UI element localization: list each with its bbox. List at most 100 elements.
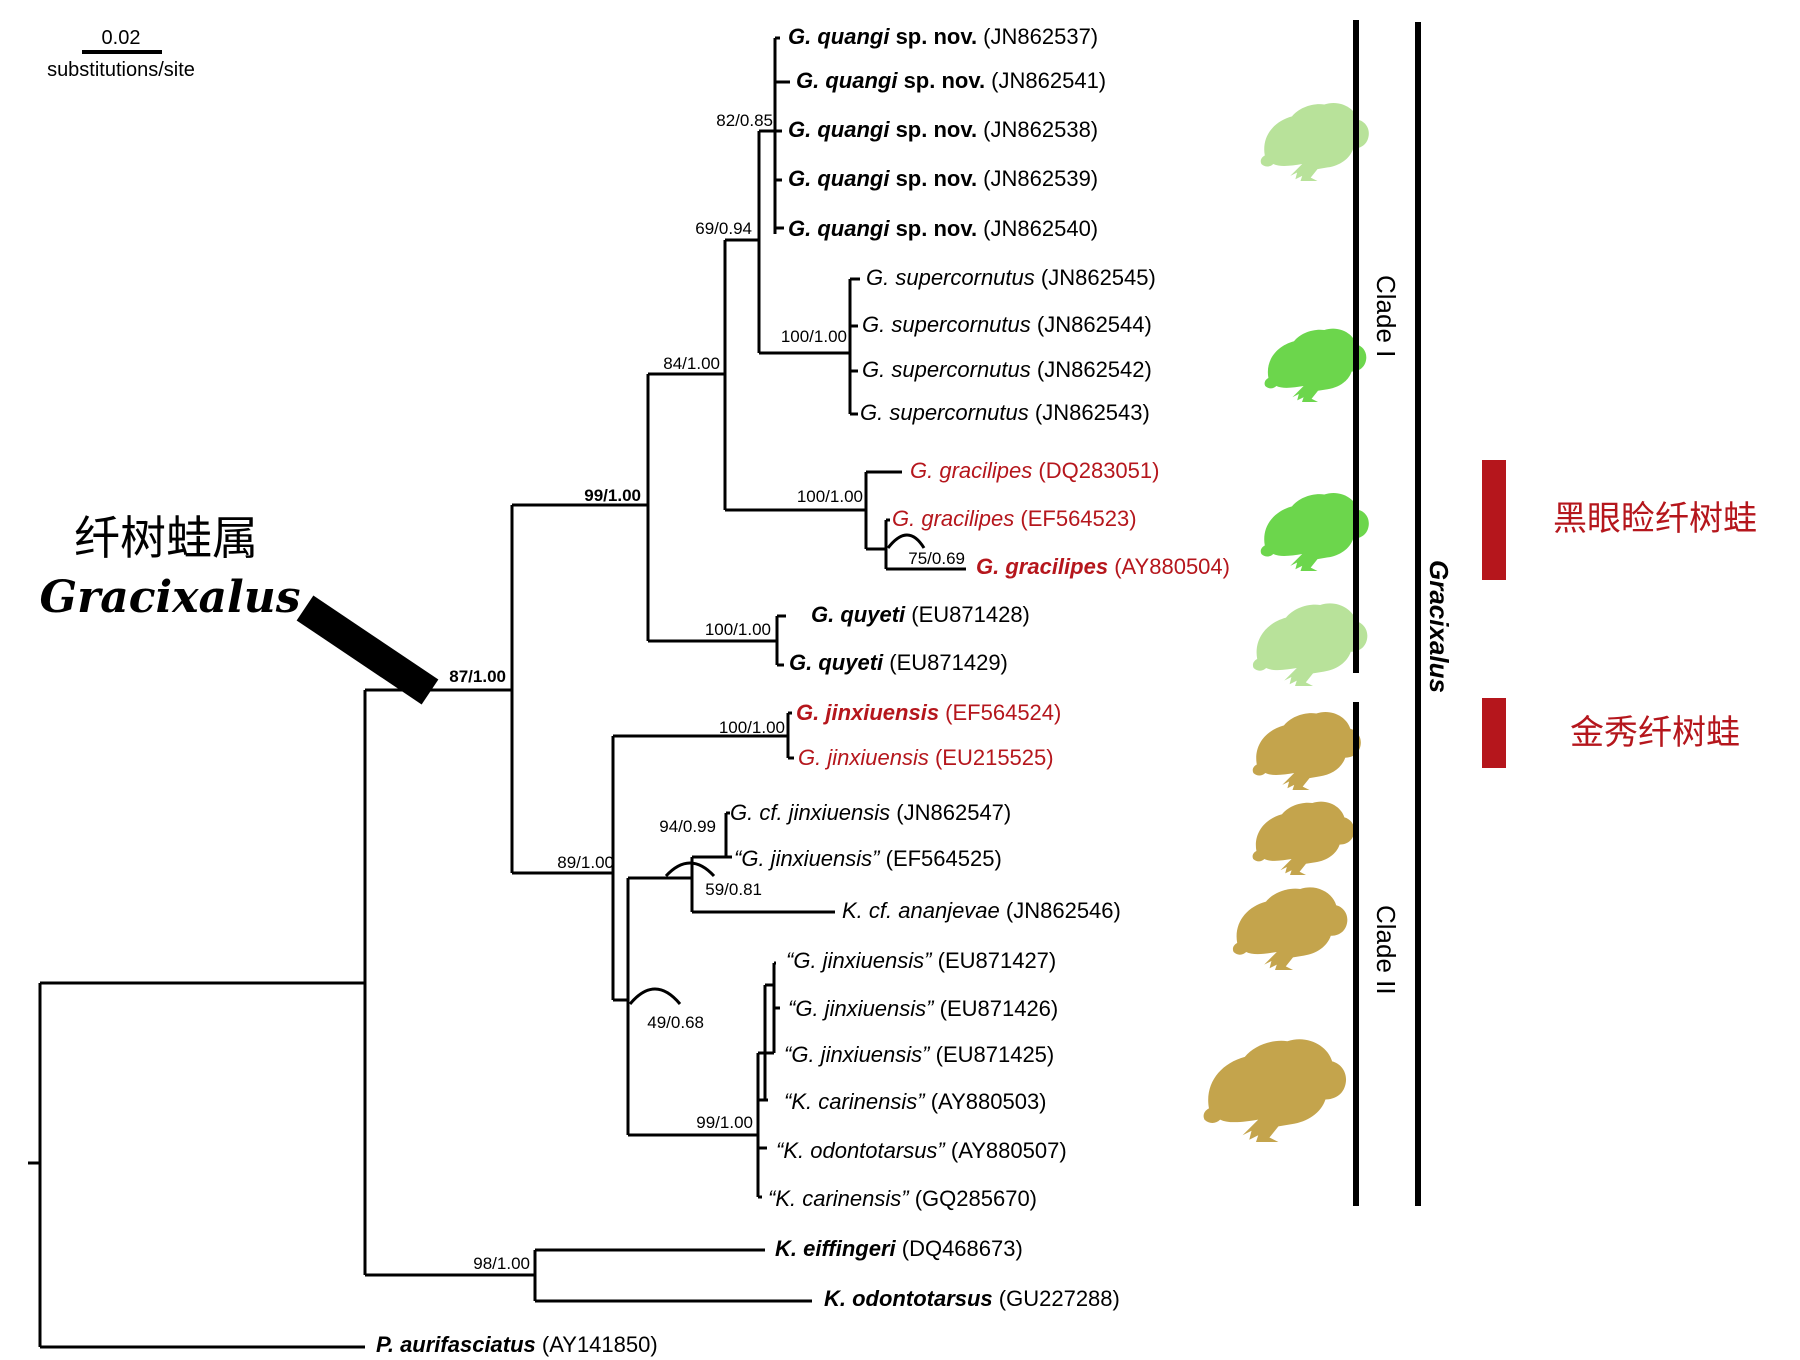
taxon-label: G. quangi sp. nov. (JN862540) [788,216,1098,241]
taxon-label: K. eiffingeri (DQ468673) [775,1236,1023,1261]
taxon-genus: G. [860,400,883,425]
taxon-accession: (DQ468673) [896,1236,1023,1261]
taxon-accession: (GU227288) [993,1286,1120,1311]
taxon-genus: G. [910,458,933,483]
taxon-accession: (EU215525) [929,745,1054,770]
scale-unit: substitutions/site [47,59,195,81]
support-label: 59/0.81 [705,880,762,899]
frog-icon-quangi [1260,102,1369,181]
taxon-genus: G. [798,745,821,770]
taxon-accession: (JN862542) [1031,357,1152,382]
scale-value: 0.02 [102,27,141,49]
clade-bars: Clade I Clade II Gracixalus [1353,20,1454,1206]
taxon-accession: (JN862539) [977,166,1098,191]
support-label: 69/0.94 [695,219,752,238]
taxon-label: “G. jinxiuensis” (EU871427) [786,948,1056,973]
taxon-accession: (EU871429) [883,650,1008,675]
clade2-label: Clade II [1371,905,1401,995]
taxon-epithet: aurifasciatus [394,1332,536,1357]
branch-supercornutus [848,277,860,416]
taxon-label: G. supercornutus (JN862542) [862,357,1152,382]
taxon-label: G. jinxiuensis (EU215525) [798,745,1054,770]
taxon-epithet: supercornutus [883,400,1029,425]
taxon-epithet: jinxiuensis [821,745,929,770]
branch-ingroup [363,688,535,1277]
taxon-epithet: eiffingeri [797,1236,897,1261]
taxon-label: K. odontotarsus (GU227288) [824,1286,1120,1311]
taxon-accession: (JN862538) [977,117,1098,142]
taxon-accession: (EU871427) [932,948,1057,973]
genus-bar-label: Gracixalus [1424,560,1454,693]
taxon-accession: (JN862541) [985,68,1106,93]
arc-ananjevae [664,861,716,878]
support-label: 82/0.85 [716,111,773,130]
support-label: 89/1.00 [557,853,614,872]
taxon-label: G. quyeti (EU871428) [811,602,1030,627]
taxon-epithet: ananjevae [892,898,1000,923]
taxon-genus: G. [796,700,819,725]
branch-gracilipes-inner [884,518,966,571]
taxon-genus: “G. [788,996,819,1021]
tree-branches [28,36,966,1349]
taxon-genus: K. [824,1286,846,1311]
taxon-genus: “G. [784,1042,815,1067]
taxon-genus: G. [788,216,811,241]
taxon-genus: G. [811,602,834,627]
branch-cf-jinx [724,811,732,859]
frog-icon-quyeti [1252,603,1368,686]
branch-ananjevae [690,855,835,914]
taxon-epithet: jinxiuensis [783,800,891,825]
taxon-epithet: quangi [811,117,890,142]
taxon-label: G. supercornutus (JN862543) [860,400,1150,425]
branch-gracilipes [864,470,902,551]
branch-clade2 [611,734,788,1002]
taxon-accession: (AY880503) [925,1089,1047,1114]
branch-quangi-super [757,129,850,355]
taxon-genus: G. [788,117,811,142]
arc-clade2-inner [628,987,682,1005]
frog-icon-ananjevae [1232,887,1348,970]
taxon-label: “K. odontotarsus” (AY880507) [776,1138,1067,1163]
genus-pointer [296,595,439,705]
frog-icon-cf-jinxiuensis [1252,801,1355,875]
jinxiuensis-chinese-label: 金秀纤树蛙 [1570,714,1740,752]
taxon-accession: (AY880507) [945,1138,1067,1163]
support-label: 100/1.00 [781,327,847,346]
frog-icon-gracilipes [1260,492,1369,571]
taxon-suffix: sp. nov. [889,24,977,49]
support-label: 100/1.00 [705,620,771,639]
taxon-label: G. quangi sp. nov. (JN862537) [788,24,1098,49]
taxon-label: “K. carinensis” (GQ285670) [768,1186,1037,1211]
species-highlights: 黑眼睑纤树蛙 金秀纤树蛙 [1482,460,1757,768]
taxon-accession: (JN862544) [1031,312,1152,337]
support-label: 84/1.00 [663,354,720,373]
branch-quangi [773,36,790,234]
branch-clade1 [646,372,777,643]
support-label: 75/0.69 [908,549,965,568]
taxon-accession: (JN862546) [1000,898,1121,923]
taxon-accession: (AY141850) [536,1332,658,1357]
taxon-accession: (EF564525) [880,846,1002,871]
frog-icon-carinensis [1203,1039,1347,1142]
genus-label-chinese: 纤树蛙属 [74,512,258,564]
taxon-genus: “G. [786,948,817,973]
gracilipes-highlight-bar [1482,460,1506,580]
taxon-epithet: quangi [819,68,898,93]
taxon-accession: (JN862537) [977,24,1098,49]
branch-gracixalus [510,503,648,875]
support-label: 100/1.00 [719,718,785,737]
taxon-accession: (EF564524) [939,700,1061,725]
taxon-accession: (EF564523) [1014,506,1136,531]
taxon-epithet: supercornutus [885,312,1031,337]
taxon-genus: “G. [734,846,765,871]
taxon-epithet: jinxiuensis” [815,1042,932,1067]
taxon-genus: K. cf. [842,898,892,923]
taxon-label: G. quyeti (EU871429) [789,650,1008,675]
support-label: 99/1.00 [584,486,641,505]
taxon-labels: G. quangi sp. nov. (JN862537)G. quangi s… [376,24,1230,1357]
branch-carinensis-inner [758,961,780,1055]
taxon-epithet: carinensis” [812,1089,926,1114]
taxon-genus: “K. [768,1186,796,1211]
taxon-label: “K. carinensis” (AY880503) [784,1089,1047,1114]
support-label: 100/1.00 [797,487,863,506]
